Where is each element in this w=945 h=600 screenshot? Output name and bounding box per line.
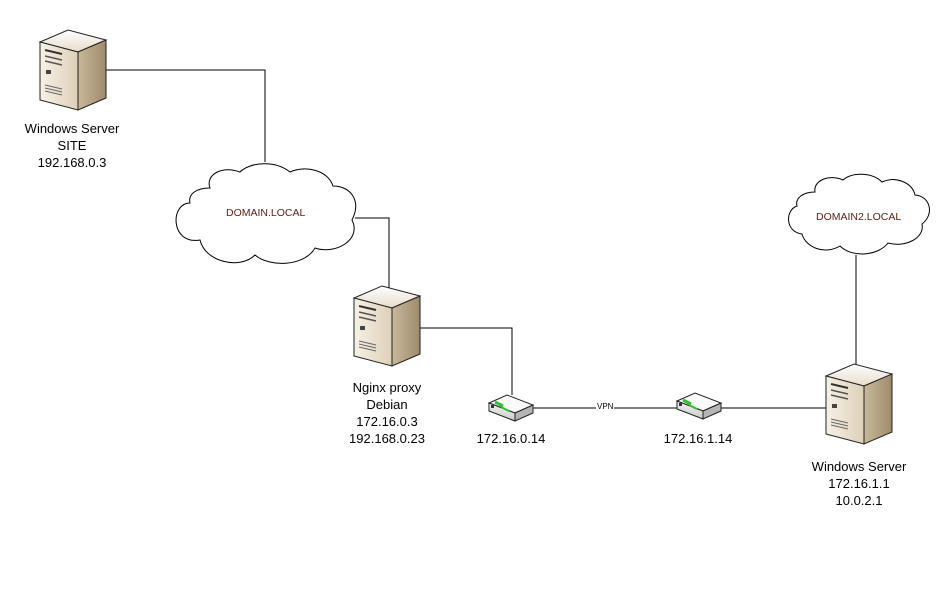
router-b-label: 172.16.1.14 — [663, 431, 733, 446]
nginx-proxy-os: Debian — [366, 397, 408, 412]
cloud-domain-local-label: DOMAIN.LOCAL — [226, 207, 306, 219]
nginx-proxy-ip-1: 172.16.0.3 — [356, 414, 418, 429]
server-remote-name: Windows Server — [811, 459, 907, 474]
server-remote-ip-1: 172.16.1.1 — [828, 476, 890, 491]
server-remote-ip-2: 10.0.2.1 — [835, 493, 883, 508]
server-site-ip: 192.168.0.3 — [37, 155, 107, 170]
link-site-to-domain — [105, 69, 266, 162]
nginx-proxy-ip-2: 192.168.0.23 — [349, 431, 425, 446]
cloud-domain-local — [175, 163, 357, 264]
server-site-label: Windows Server SITE 192.168.0.3 — [12, 120, 132, 171]
cloud-domain2-local — [788, 173, 930, 255]
server-nginx-icon — [353, 285, 421, 367]
server-site-role: SITE — [57, 138, 87, 153]
router-a-icon — [487, 393, 535, 423]
server-remote-icon — [825, 363, 893, 445]
connection-lines — [105, 69, 857, 409]
vpn-label: VPN — [596, 402, 615, 411]
server-site-name: Windows Server — [24, 121, 120, 136]
server-remote-label: Windows Server 172.16.1.1 10.0.2.1 — [799, 458, 919, 509]
server-site-icon — [39, 29, 107, 111]
nginx-proxy-name: Nginx proxy — [352, 380, 422, 395]
link-nginx-to-router-a — [418, 327, 513, 395]
router-a-label: 172.16.0.14 — [476, 431, 546, 446]
nginx-proxy-label: Nginx proxy Debian 172.16.0.3 192.168.0.… — [327, 379, 447, 447]
link-domain-to-nginx — [355, 217, 390, 288]
router-b-icon — [675, 391, 723, 421]
cloud-domain2-local-label: DOMAIN2.LOCAL — [816, 211, 902, 223]
